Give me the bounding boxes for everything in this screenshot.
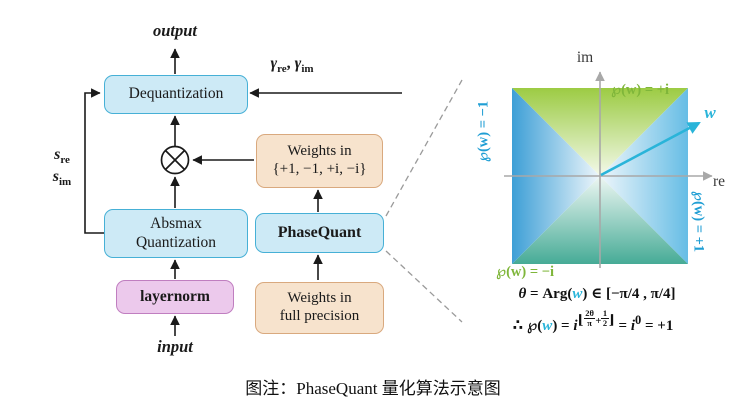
quantized-weights-line1: Weights in — [287, 143, 352, 160]
absmax-quantization-box: Absmax Quantization — [104, 209, 248, 258]
output-label: output — [152, 21, 198, 40]
full-precision-line2: full precision — [279, 308, 360, 324]
multiply-icon — [160, 145, 190, 175]
dashed-connector-top — [385, 79, 463, 217]
quantized-weights-line2: {+1, −1, +i, −i} — [272, 161, 367, 177]
axis-im-label: im — [576, 49, 594, 66]
quadrant-label-left: ℘(w) = −1 — [475, 100, 492, 163]
gamma-label: γre, γim — [270, 55, 314, 76]
w-label: w — [704, 103, 716, 122]
full-precision-weights-box: Weights in full precision — [255, 282, 384, 334]
layernorm-label: layernorm — [140, 287, 210, 305]
quadrant-label-top: ℘(w) = +i — [610, 82, 670, 98]
w-vector-arrow — [600, 121, 701, 177]
scale-feedback-line — [84, 88, 104, 234]
dashed-connector-bottom — [385, 250, 463, 323]
scale-im-label: sim — [52, 168, 72, 189]
absmax-label-line1: Absmax — [150, 215, 202, 233]
input-label: input — [157, 337, 193, 356]
flow-arrows — [84, 48, 463, 336]
absmax-label-line2: Quantization — [135, 233, 217, 251]
quadrant-label-right: ℘(w) = +1 — [690, 190, 707, 253]
phasequant-label: PhaseQuant — [277, 223, 362, 241]
dequantization-box: Dequantization — [104, 75, 248, 114]
full-precision-line1: Weights in — [287, 290, 352, 307]
quantized-weights-box: Weights in {+1, −1, +i, −i} — [256, 134, 383, 188]
dequantization-label: Dequantization — [128, 85, 224, 103]
phasequant-box: PhaseQuant — [255, 213, 384, 253]
quadrant-label-bottom: ℘(w) = −i — [495, 264, 555, 280]
theta-formula: θ = Arg(w) ∈ [−π/4 , π/4] — [518, 286, 676, 302]
quadrant-plot — [504, 71, 713, 268]
figure-caption: 图注：PhaseQuant 量化算法示意图 — [245, 379, 501, 398]
axis-re-label: re — [712, 173, 726, 190]
layernorm-box: layernorm — [116, 280, 234, 314]
scale-re-label: sre — [54, 146, 70, 167]
